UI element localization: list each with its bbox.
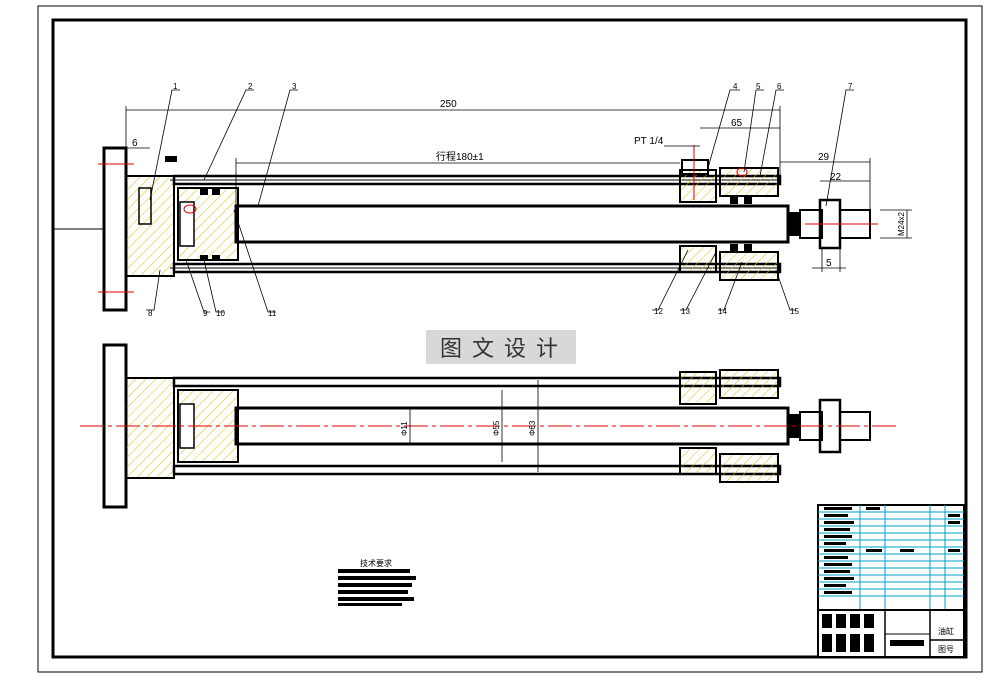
balloon-9: 9 xyxy=(203,309,208,318)
dim-rod-extension: 29 xyxy=(818,152,830,163)
balloon-12: 12 xyxy=(654,307,663,316)
balloon-10: 10 xyxy=(216,309,225,318)
balloon-8: 8 xyxy=(148,309,153,318)
balloon-6: 6 xyxy=(777,82,782,91)
balloon-7: 7 xyxy=(848,82,853,91)
dim-nut-width: 5 xyxy=(826,258,832,269)
technical-notes: 技术要求 xyxy=(338,558,416,606)
dim-port: PT 1/4 xyxy=(634,136,664,147)
balloon-15: 15 xyxy=(790,307,799,316)
balloon-2: 2 xyxy=(248,82,253,91)
balloon-13: 13 xyxy=(681,307,690,316)
dim-piston-diameter: Φ55 xyxy=(492,420,501,436)
watermark: 图文设计 xyxy=(426,330,576,364)
title-drawing-no: 图号 xyxy=(938,645,954,654)
sectional-view: 250 行程180±1 PT 1/4 65 29 22 6 5 M24x2 xyxy=(53,89,912,313)
balloon-14: 14 xyxy=(718,307,727,316)
dim-overall-length: 250 xyxy=(440,99,457,110)
balloon-4: 4 xyxy=(733,82,738,91)
frame-border xyxy=(51,18,968,659)
dim-rear-offset: 65 xyxy=(731,118,743,129)
dim-thread-length: 22 xyxy=(830,172,842,183)
notes-title: 技术要求 xyxy=(360,558,392,568)
dim-rod-thread: M24x2 xyxy=(897,211,906,236)
dim-stroke: 行程180±1 xyxy=(436,150,484,163)
dim-flange-thickness: 6 xyxy=(132,138,138,149)
balloon-3: 3 xyxy=(292,82,297,91)
dim-rod-diameter: Φ11 xyxy=(400,421,409,436)
balloon-labels: 1 2 3 4 5 6 7 8 9 10 11 12 13 14 15 xyxy=(148,82,853,318)
sheet-border xyxy=(37,5,983,673)
watermark-text: 图文设计 xyxy=(440,337,568,362)
title-part-name: 油缸 xyxy=(938,626,954,636)
exterior-view: Φ11 Φ55 Φ63 xyxy=(80,343,900,509)
balloon-11: 11 xyxy=(268,309,277,318)
balloon-1: 1 xyxy=(173,82,178,91)
dim-bore-diameter: Φ63 xyxy=(528,420,537,436)
title-block: 油缸 图号 xyxy=(817,504,965,658)
balloon-5: 5 xyxy=(756,82,761,91)
